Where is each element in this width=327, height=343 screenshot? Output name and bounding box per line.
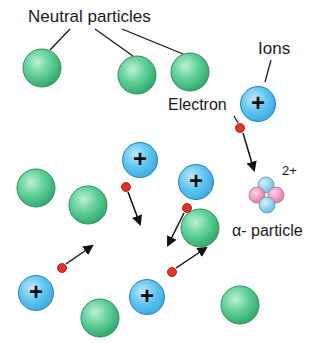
charge-sign: + [251, 91, 265, 115]
charge-sign: + [189, 169, 203, 193]
charge-sign: + [29, 280, 43, 304]
part-label: α- particle [232, 222, 303, 240]
ion-circle: + [240, 86, 276, 122]
charge-sign: + [140, 284, 154, 308]
group-label: Ions [258, 40, 290, 59]
ion-circle: + [18, 275, 54, 311]
charge-label: 2+ [282, 164, 297, 178]
ion-circle: + [129, 279, 165, 315]
alpha-particle [249, 177, 284, 213]
neutral-particles [17, 49, 259, 337]
electrons [58, 124, 245, 277]
part-label: Electron [168, 96, 227, 114]
charge-sign: + [133, 147, 147, 171]
group-label: Neutral particles [28, 8, 151, 27]
electron-arrows [66, 133, 254, 268]
ion-circle: + [178, 164, 214, 200]
ion-circle: + [122, 142, 158, 178]
leader-lines [50, 29, 271, 123]
